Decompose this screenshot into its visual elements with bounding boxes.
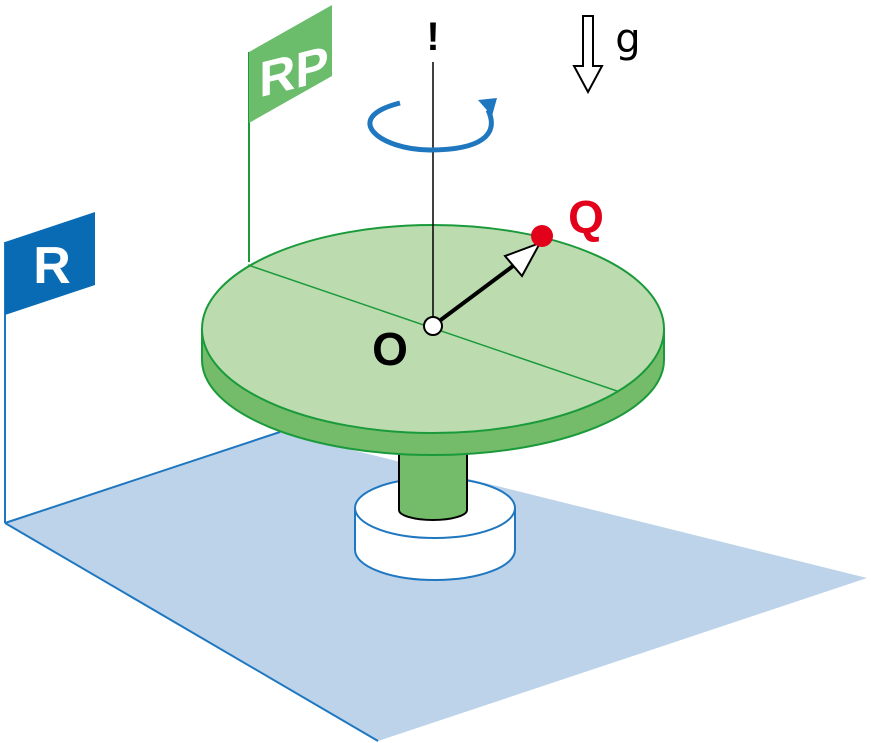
- gravity-label: g: [615, 16, 640, 62]
- frame-r-label: R: [33, 237, 71, 295]
- floor-edge-front: [4, 522, 379, 742]
- point-o-marker: [423, 316, 443, 336]
- frame-rp-flag: RP: [248, 5, 332, 262]
- point-o-label: O: [372, 323, 408, 375]
- gravity-arrow-icon: [572, 15, 604, 95]
- point-q-label: Q: [568, 191, 604, 243]
- floor-plane: [5, 432, 867, 741]
- rotation-arrow-icon: [367, 98, 497, 153]
- point-q-marker: [531, 225, 553, 247]
- frame-r-flag: R: [4, 212, 95, 523]
- position-vector-arrow: [436, 241, 543, 324]
- axis-mark: !: [426, 15, 439, 59]
- floor-edge-left: [4, 431, 281, 524]
